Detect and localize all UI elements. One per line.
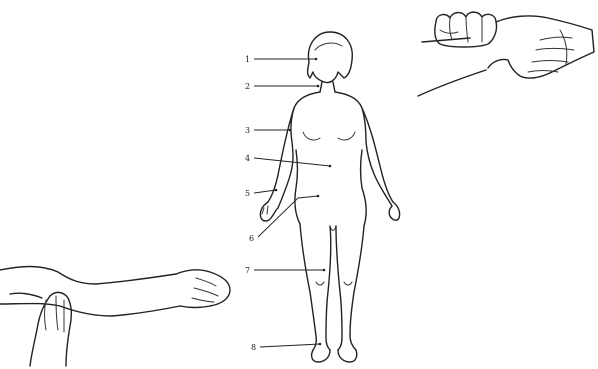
right-leg bbox=[350, 226, 364, 350]
point-labels: 1 2 3 4 5 6 7 8 bbox=[245, 55, 256, 352]
holding-hand bbox=[488, 16, 594, 78]
point-dots bbox=[275, 58, 332, 346]
label-point-8: 8 bbox=[251, 343, 256, 352]
leader-lines bbox=[254, 59, 330, 347]
outstretched-arm bbox=[0, 267, 176, 285]
arm-grip-illustration bbox=[0, 267, 230, 367]
label-point-6: 6 bbox=[249, 234, 254, 243]
label-point-4: 4 bbox=[245, 154, 250, 163]
label-point-1: 1 bbox=[245, 55, 250, 64]
label-point-3: 3 bbox=[245, 126, 250, 135]
label-point-5: 5 bbox=[245, 189, 250, 198]
wrist-hand bbox=[176, 270, 230, 308]
head-hair bbox=[308, 32, 353, 83]
label-point-7: 7 bbox=[245, 266, 250, 275]
right-foot bbox=[338, 350, 357, 362]
wrist-grip-illustration bbox=[418, 12, 594, 96]
torso-outline bbox=[278, 92, 320, 208]
label-point-2: 2 bbox=[245, 82, 250, 91]
female-figure bbox=[260, 32, 399, 362]
left-leg bbox=[300, 224, 316, 350]
left-foot bbox=[312, 350, 330, 362]
